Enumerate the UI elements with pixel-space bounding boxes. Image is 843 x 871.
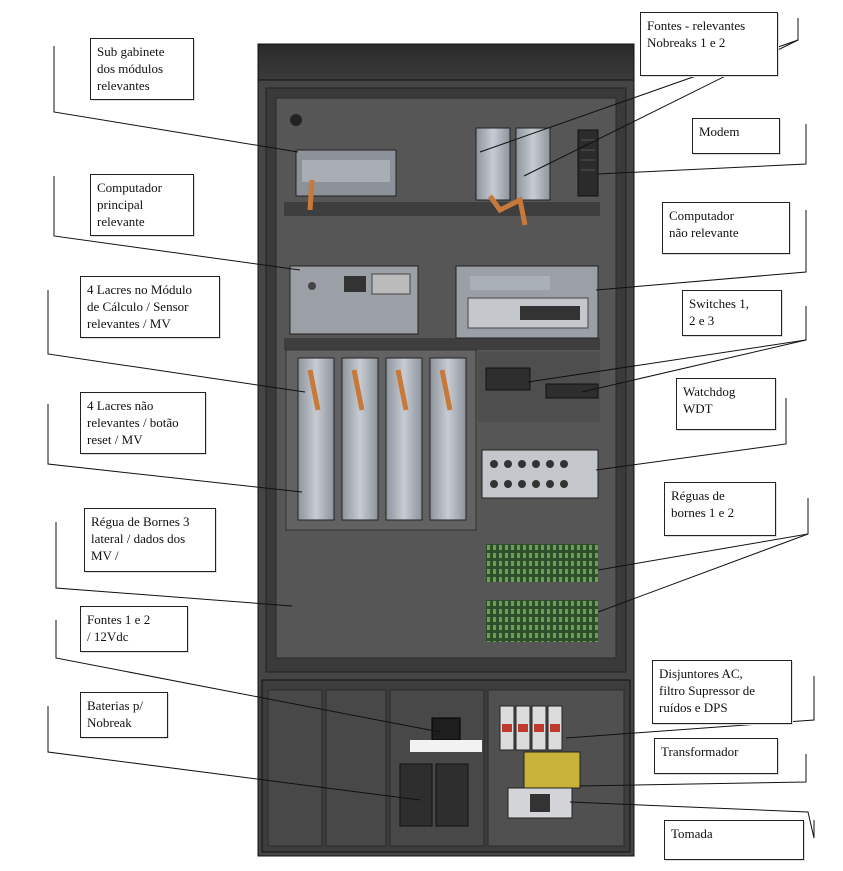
label-lacres-nao-relevantes: 4 Lacres não relevantes / botão reset / …: [80, 392, 206, 454]
calculation-modules: [297, 357, 467, 521]
transformer: [523, 751, 581, 789]
label-computador-principal: Computador principal relevante: [90, 174, 194, 236]
terminal-strips: [486, 544, 598, 642]
label-fontes-nobreaks: Fontes - relevantes Nobreaks 1 e 2: [640, 12, 778, 76]
modem: [577, 129, 599, 197]
ac-breakers: [499, 705, 563, 751]
label-lacres-modulo: 4 Lacres no Módulo de Cálculo / Sensor r…: [80, 276, 220, 338]
label-reguas-bornes: Réguas de bornes 1 e 2: [664, 482, 776, 536]
secondary-computer: [455, 265, 599, 339]
power-outlet: [507, 787, 573, 819]
watchdog-board: [481, 449, 599, 499]
label-fontes-12vdc: Fontes 1 e 2 / 12Vdc: [80, 606, 188, 652]
batteries: [399, 763, 469, 827]
label-computador-nao-relevante: Computador não relevante: [662, 202, 790, 254]
power-supply-12vdc: [410, 717, 482, 752]
label-baterias: Baterias p/ Nobreak: [80, 692, 168, 738]
label-watchdog: Watchdog WDT: [676, 378, 776, 430]
switches: [485, 367, 599, 399]
leader-lines: [47, 18, 815, 839]
label-disjuntores: Disjuntores AC, filtro Supressor de ruíd…: [652, 660, 792, 724]
label-modem: Modem: [692, 118, 780, 154]
label-transformador: Transformador: [654, 738, 778, 774]
label-sub-gabinete: Sub gabinete dos módulos relevantes: [90, 38, 194, 100]
label-tomada: Tomada: [664, 820, 804, 860]
nobreak-units: [475, 127, 551, 226]
label-switches: Switches 1, 2 e 3: [682, 290, 782, 336]
sub-cabinet-module: [290, 114, 397, 211]
label-regua-bornes-3: Régua de Bornes 3 lateral / dados dos MV…: [84, 508, 216, 572]
main-computer: [289, 265, 419, 335]
